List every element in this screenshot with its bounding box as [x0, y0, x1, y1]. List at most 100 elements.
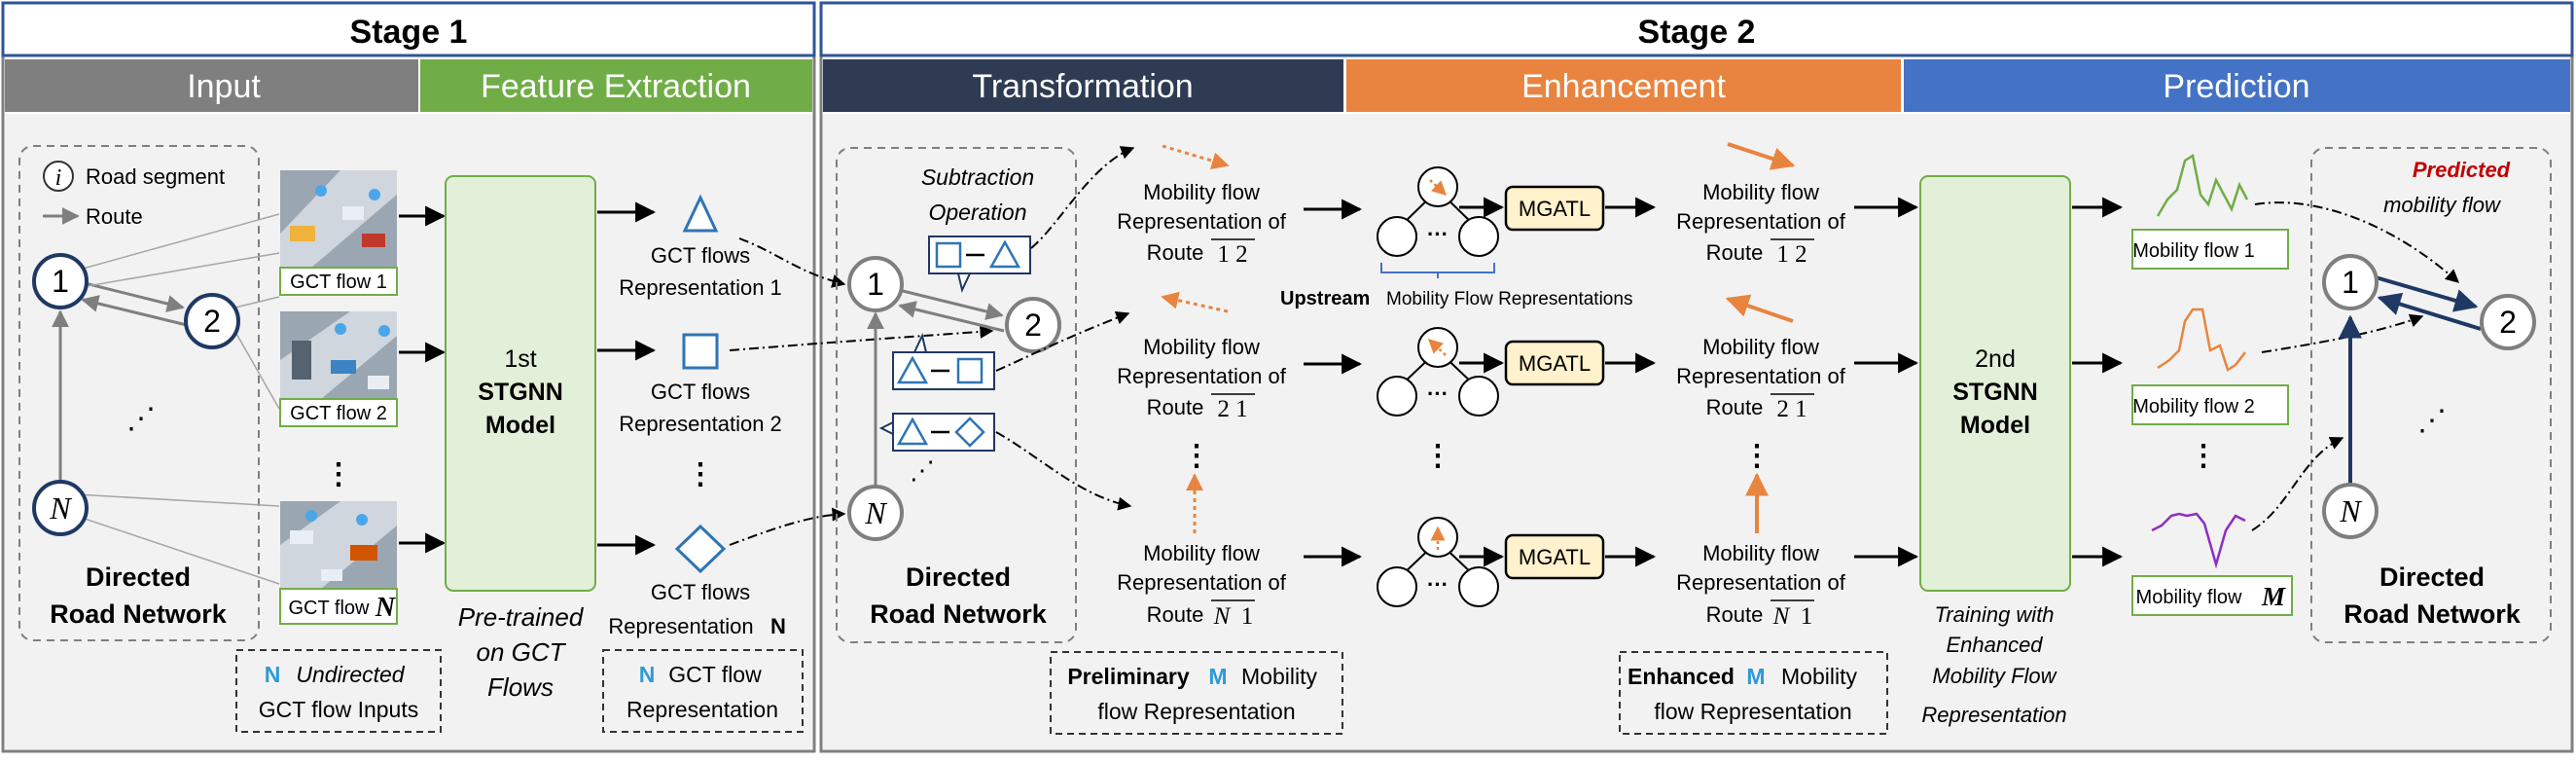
input-network-title-1: Directed	[86, 562, 191, 592]
predicted-line2: mobility flow	[2383, 193, 2502, 217]
mobility-flow-M-prefix: Mobility flow	[2136, 587, 2242, 608]
gct-note-box	[602, 649, 804, 733]
training-line3: Mobility Flow	[1932, 664, 2057, 688]
predicted-edge-2-1	[2377, 292, 2482, 331]
gct-repr-N-label: GCT flows	[651, 580, 750, 604]
enhanced-note-line2: flow Representation	[1654, 699, 1851, 724]
input-node-1	[32, 253, 89, 309]
gct-flow-image-2	[280, 311, 397, 399]
connector-repr1-to-node1	[738, 237, 846, 288]
gct-repr-N-prefix: Representation	[608, 614, 753, 638]
orange-solid-arrow	[1727, 142, 1796, 170]
enh-21-route: Route	[1706, 395, 1764, 419]
gct-flow-label-box-1	[279, 267, 398, 296]
stgnn1-line2: STGNN	[478, 379, 563, 406]
stage1-background	[5, 114, 812, 749]
stage1-header	[1, 1, 816, 57]
stgnn2-line3: Model	[1960, 412, 2030, 439]
mobility-flow-2-label: Mobility flow 2	[2132, 396, 2255, 417]
gct-repr-1-label: GCT flows	[651, 243, 750, 268]
prelim-12-route: Route	[1147, 240, 1204, 265]
pretrained-line2: on GCT	[476, 637, 566, 667]
mgatl-box-1	[1504, 185, 1605, 232]
stage1-title: Stage 1	[350, 14, 468, 51]
input-network-dots: ⋰	[126, 403, 156, 435]
mgatl-label-1: MGATL	[1519, 197, 1591, 221]
enhanced-note-box	[1619, 651, 1888, 735]
graph-dots: ···	[1427, 381, 1449, 406]
gct-flow-label-box-N	[279, 588, 398, 625]
stgnn1-line3: Model	[485, 412, 555, 439]
transform-node-2	[1005, 297, 1061, 353]
gct-flow-label-2: GCT flow 2	[290, 403, 387, 424]
enh-12-route-id: 1 2	[1776, 241, 1807, 268]
transform-network-title-2: Road Network	[870, 599, 1048, 629]
gct-repr-2: Representation 2	[619, 412, 782, 436]
upstream-bracket	[1380, 263, 1495, 278]
transformation-header	[823, 59, 1343, 112]
legend-node-symbol: i	[55, 165, 62, 191]
preliminary-note-bold: Preliminary	[1067, 664, 1189, 689]
stgnn1-model-box	[445, 175, 596, 592]
input-node-N	[32, 480, 89, 536]
enh-21-route-id: 2 1	[1776, 396, 1807, 422]
pretrained-line3: Flows	[487, 672, 554, 702]
mobility-flow-M-sparkline	[2151, 512, 2246, 569]
transform-node-N-label: N	[864, 495, 887, 530]
gct-flow-label-box-2	[279, 398, 398, 427]
prelim-21-route-id: 2 1	[1217, 396, 1247, 422]
gct-flow-image-1	[280, 170, 397, 268]
gct-repr-2-label: GCT flows	[651, 380, 750, 404]
connector-reprN-to-nodeN	[729, 507, 846, 546]
enh-N1-line2: Representation of	[1676, 570, 1846, 595]
transform-network-box	[836, 147, 1077, 643]
prediction-header	[1904, 59, 2570, 112]
enh-12-line1: Mobility flow	[1702, 180, 1819, 204]
mobility-flow-2-box	[2131, 384, 2289, 425]
predict-node-N	[2322, 483, 2379, 539]
enh-12-route: Route	[1706, 240, 1764, 265]
predict-node-2-label: 2	[2499, 305, 2517, 340]
prelim-N1-route-n: N	[1213, 603, 1232, 630]
mobility-flow-1-box	[2131, 229, 2289, 270]
graph-dots: ···	[1427, 222, 1449, 246]
input-edge-2-1	[81, 295, 188, 327]
enhancement-header	[1346, 59, 1901, 112]
predict-node-1-label: 1	[2342, 265, 2359, 300]
gct-flow-image-N	[280, 501, 397, 589]
training-line1: Training with	[1934, 602, 2054, 627]
mobility-flow-1-label: Mobility flow 1	[2132, 240, 2255, 262]
connector-sub12	[1030, 146, 1135, 249]
transformation-header-label: Transformation	[972, 68, 1193, 105]
prelim-N1-route: Route	[1147, 602, 1204, 627]
feature-header	[420, 59, 812, 112]
input-note-line2: GCT flow Inputs	[259, 697, 418, 722]
prelim-N1-line2: Representation of	[1117, 570, 1287, 595]
legend-route: Route	[86, 204, 143, 229]
mgatl-label-2: MGATL	[1519, 351, 1591, 376]
gct-repr-vdots: ⋮	[686, 458, 715, 490]
mobility-flow-1-sparkline	[2156, 153, 2249, 217]
predicted-line1: Predicted	[2413, 158, 2511, 182]
input-note-box	[235, 649, 442, 733]
connector-flowM-to-network	[2251, 436, 2344, 531]
input-node-2-label: 2	[203, 304, 221, 339]
transform-node-N	[847, 485, 904, 541]
enhanced-note-rest: Mobility	[1781, 664, 1857, 689]
preliminary-note-line2: flow Representation	[1097, 699, 1295, 724]
transform-node-1-label: 1	[867, 267, 884, 302]
connector-flow2-to-network	[2261, 313, 2424, 353]
predicted-edge-1-2	[2375, 275, 2479, 312]
gct-flow-label-N-prefix: GCT flow	[289, 598, 371, 619]
mobility-flow-M-var: M	[2261, 582, 2286, 611]
prelim-12-line1: Mobility flow	[1143, 180, 1260, 204]
predict-node-2	[2480, 294, 2536, 350]
enh-12-line2: Representation of	[1676, 209, 1846, 234]
predict-network-title-1: Directed	[2379, 562, 2485, 592]
prelim-N1-route-1: 1	[1241, 603, 1254, 630]
transform-network-dots: ⋰	[910, 455, 935, 485]
link-line	[75, 213, 280, 272]
enh-N1-route-n: N	[1772, 603, 1791, 630]
transform-edge-2-1	[898, 301, 1005, 333]
enh-vdots: ⋮	[1742, 440, 1771, 472]
